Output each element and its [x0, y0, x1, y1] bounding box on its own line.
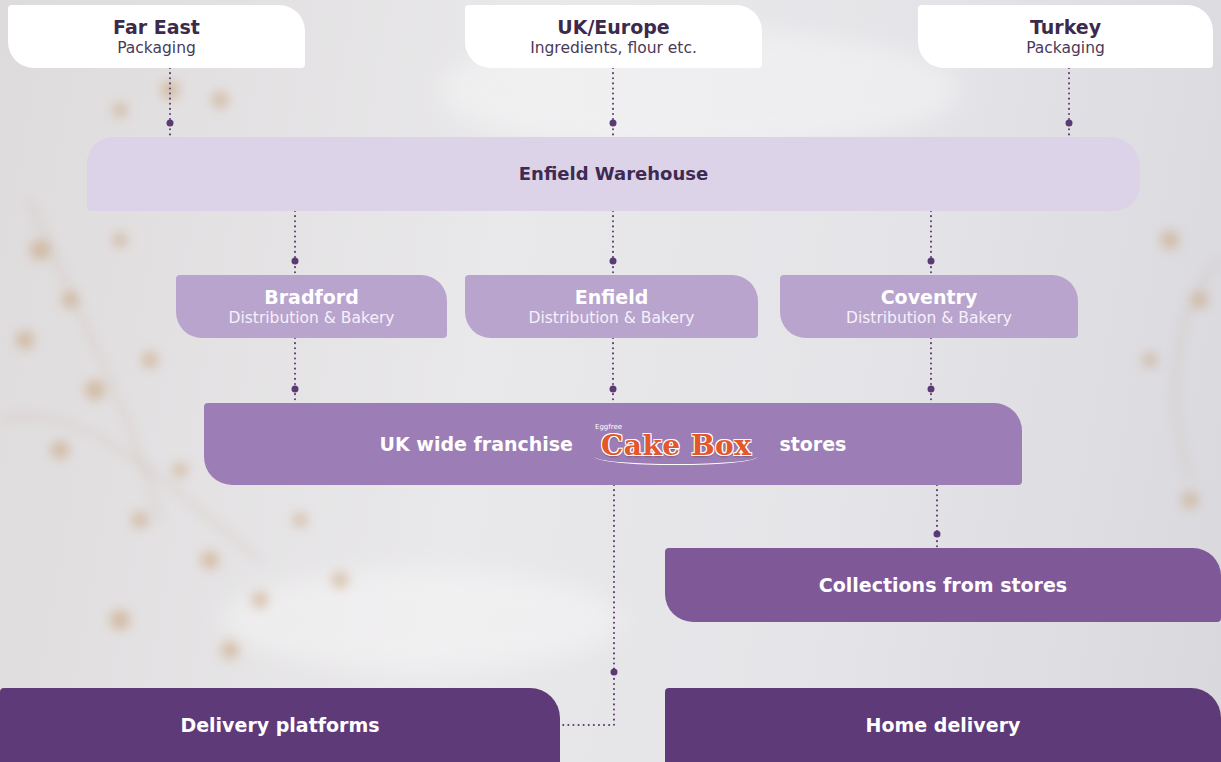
node-title: UK wide franchise — [380, 433, 573, 456]
connector-line — [930, 338, 932, 403]
connector-dot — [610, 120, 617, 127]
connector-line — [560, 485, 614, 725]
dotted-connector — [1066, 68, 1073, 137]
connector-dot — [928, 258, 935, 265]
dotted-connector — [928, 338, 935, 403]
connector-dot — [167, 120, 174, 127]
franchise-band: UK wide franchise EggfreeCake Box stores — [204, 403, 1022, 485]
bakery-box: BradfordDistribution & Bakery — [176, 275, 447, 338]
dotted-connector — [560, 485, 618, 725]
connector-line — [936, 485, 938, 548]
connector-line — [169, 68, 171, 137]
channel-box: Delivery platforms — [0, 688, 560, 762]
supplier-box: TurkeyPackaging — [918, 5, 1213, 68]
connector-dot — [934, 531, 941, 538]
dotted-connector — [292, 211, 299, 275]
connector-line — [294, 211, 296, 275]
node-title: Far East — [113, 16, 200, 39]
connector-dot — [292, 386, 299, 393]
node-subtitle: Ingredients, flour etc. — [530, 39, 697, 58]
dotted-connector — [928, 211, 935, 275]
node-subtitle: Packaging — [1026, 39, 1105, 58]
node-subtitle: Packaging — [117, 39, 196, 58]
connector-dot — [611, 669, 618, 676]
channel-box: Collections from stores — [665, 548, 1221, 622]
brand-logo: EggfreeCake Box — [595, 423, 757, 466]
node-title: Turkey — [1030, 16, 1101, 39]
connector-dot — [610, 386, 617, 393]
dotted-connector — [292, 338, 299, 403]
connector-line — [612, 338, 614, 403]
supplier-box: Far EastPackaging — [8, 5, 305, 68]
node-title: Collections from stores — [819, 574, 1067, 597]
node-title: Coventry — [881, 286, 978, 309]
node-title: UK/Europe — [557, 16, 670, 39]
warehouse-band: Enfield Warehouse — [87, 137, 1140, 211]
channel-box: Home delivery — [665, 688, 1221, 762]
bakery-box: CoventryDistribution & Bakery — [780, 275, 1078, 338]
dotted-connector — [610, 68, 617, 137]
connector-line — [294, 338, 296, 403]
connector-line — [930, 211, 932, 275]
dotted-connector — [610, 211, 617, 275]
dotted-connector — [167, 68, 174, 137]
node-title: Home delivery — [866, 714, 1021, 737]
node-title: Delivery platforms — [180, 714, 379, 737]
connector-dot — [610, 258, 617, 265]
connector-line — [612, 68, 614, 137]
node-title: Enfield — [575, 286, 649, 309]
node-subtitle: stores — [779, 433, 846, 456]
connector-dot — [1066, 120, 1073, 127]
bakery-box: EnfieldDistribution & Bakery — [465, 275, 758, 338]
node-subtitle: Distribution & Bakery — [846, 309, 1012, 328]
connector-dot — [928, 386, 935, 393]
dotted-connector — [934, 485, 941, 548]
supplier-box: UK/EuropeIngredients, flour etc. — [465, 5, 762, 68]
node-subtitle: Distribution & Bakery — [228, 309, 394, 328]
node-title: Bradford — [264, 286, 359, 309]
connector-line — [612, 211, 614, 275]
connector-dot — [292, 258, 299, 265]
node-subtitle: Distribution & Bakery — [528, 309, 694, 328]
dotted-connector — [610, 338, 617, 403]
connector-line — [1068, 68, 1070, 137]
node-title: Enfield Warehouse — [519, 163, 708, 185]
logo-wordmark: Cake Box — [601, 429, 751, 462]
